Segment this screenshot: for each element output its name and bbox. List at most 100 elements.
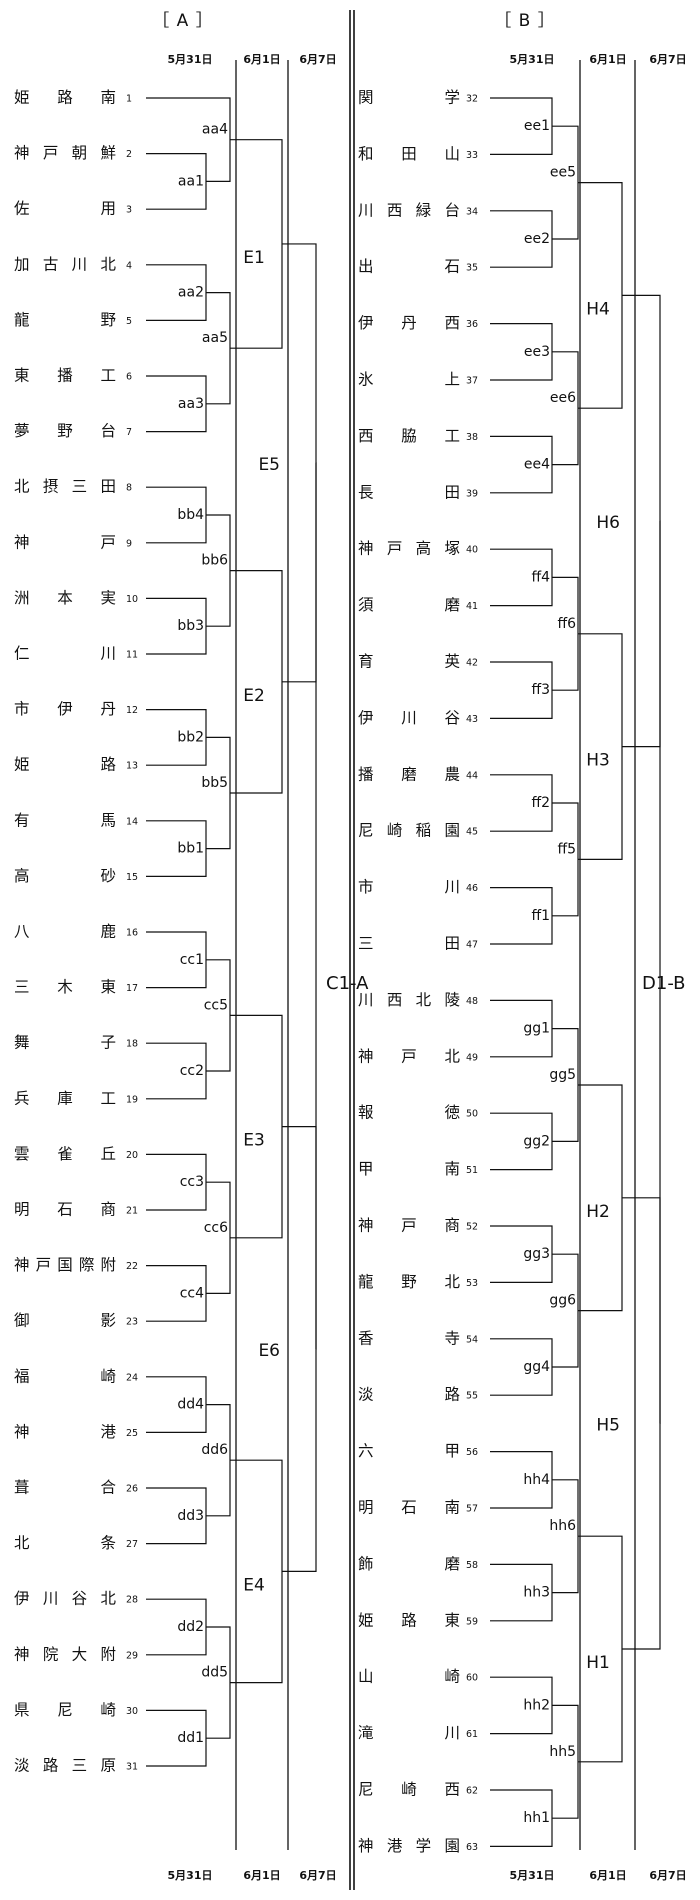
team-name: 淡 路 bbox=[358, 1386, 460, 1404]
team-number: 40 bbox=[466, 545, 478, 556]
match-bracket bbox=[282, 1125, 317, 1573]
match-bracket bbox=[552, 1027, 579, 1143]
team-name: 伊 丹 西 bbox=[358, 314, 460, 332]
date-header: 6月7日 bbox=[299, 53, 336, 66]
match-label: dd2 bbox=[177, 1619, 204, 1635]
match-label: bb4 bbox=[177, 507, 204, 523]
team-name: 六 甲 bbox=[358, 1442, 460, 1460]
team-number: 42 bbox=[466, 658, 478, 669]
team-number: 49 bbox=[466, 1052, 478, 1063]
match-label: ff5 bbox=[557, 841, 576, 857]
team-number: 53 bbox=[466, 1278, 478, 1289]
team-name: 八 鹿 bbox=[14, 923, 116, 941]
team-number: 22 bbox=[126, 1261, 138, 1272]
match-label: bb3 bbox=[177, 618, 204, 634]
match-bracket bbox=[206, 1626, 231, 1739]
team-name: 雲 雀 丘 bbox=[14, 1145, 116, 1163]
match-label: ff1 bbox=[531, 908, 550, 924]
match-bracket bbox=[206, 292, 231, 405]
match-bracket bbox=[578, 182, 623, 409]
team-number: 16 bbox=[126, 928, 138, 939]
match-bracket bbox=[552, 351, 579, 466]
match-label: ff3 bbox=[531, 682, 550, 698]
match-label: H2 bbox=[586, 1202, 610, 1222]
team-number: 48 bbox=[466, 996, 478, 1007]
team-number: 52 bbox=[466, 1222, 478, 1233]
team-name: 関 学 bbox=[358, 89, 460, 107]
team-name: 兵 庫 工 bbox=[14, 1089, 116, 1107]
match-label: ff2 bbox=[531, 795, 550, 811]
team-number: 21 bbox=[126, 1206, 138, 1217]
match-bracket bbox=[206, 959, 231, 1072]
team-name: 三 田 bbox=[358, 935, 460, 953]
date-header: 6月1日 bbox=[243, 53, 280, 66]
team-number: 27 bbox=[126, 1539, 138, 1550]
team-number: 44 bbox=[466, 770, 478, 781]
team-number: 57 bbox=[466, 1504, 478, 1515]
match-label: hh2 bbox=[523, 1697, 550, 1713]
team-name: 氷 上 bbox=[358, 371, 460, 389]
team-number: 38 bbox=[466, 432, 478, 443]
team-number: 32 bbox=[466, 94, 478, 105]
team-number: 50 bbox=[466, 1109, 478, 1120]
match-bracket bbox=[552, 576, 579, 691]
team-name: 尼 崎 西 bbox=[358, 1781, 460, 1799]
team-name: 伊川谷北 bbox=[14, 1590, 116, 1608]
match-label: hh6 bbox=[549, 1518, 576, 1534]
team-number: 63 bbox=[466, 1842, 478, 1853]
date-footer: 6月7日 bbox=[649, 1869, 686, 1882]
match-label: gg2 bbox=[523, 1133, 550, 1149]
match-label: H5 bbox=[596, 1415, 620, 1435]
match-label: aa2 bbox=[178, 285, 204, 301]
team-number: 54 bbox=[466, 1334, 478, 1345]
team-name: 洲 本 実 bbox=[14, 589, 116, 607]
match-label: E5 bbox=[258, 455, 280, 475]
date-header: 5月31日 bbox=[510, 53, 555, 66]
team-name: 夢 野 台 bbox=[14, 422, 116, 440]
team-number: 33 bbox=[466, 150, 478, 161]
team-name: 龍 野 bbox=[14, 311, 116, 329]
team-name: 滝 川 bbox=[358, 1724, 460, 1742]
team-number: 20 bbox=[126, 1150, 138, 1161]
team-name: 三 木 東 bbox=[14, 978, 116, 996]
match-label: cc1 bbox=[180, 952, 204, 968]
match-label: aa5 bbox=[202, 330, 228, 346]
team-number: 62 bbox=[466, 1786, 478, 1797]
match-label: ee5 bbox=[550, 165, 576, 181]
match-label: dd4 bbox=[177, 1397, 204, 1413]
match-bracket bbox=[552, 802, 579, 917]
team-name: 山 崎 bbox=[358, 1668, 460, 1686]
match-label: ff4 bbox=[531, 569, 550, 585]
team-number: 14 bbox=[126, 816, 138, 827]
team-name: 神 戸 北 bbox=[358, 1047, 460, 1065]
team-name: 神 港 bbox=[14, 1423, 116, 1441]
match-label: hh5 bbox=[549, 1744, 576, 1760]
team-number: 12 bbox=[126, 705, 138, 716]
team-number: 37 bbox=[466, 376, 478, 387]
team-number: 61 bbox=[466, 1729, 478, 1740]
team-number: 60 bbox=[466, 1673, 478, 1684]
team-number: 55 bbox=[466, 1391, 478, 1402]
team-name: 和 田 山 bbox=[358, 145, 460, 163]
match-bracket bbox=[552, 1479, 579, 1594]
match-bracket bbox=[578, 1535, 623, 1763]
match-label: dd3 bbox=[177, 1508, 204, 1524]
match-bracket bbox=[206, 514, 231, 627]
team-number: 30 bbox=[126, 1706, 138, 1717]
team-number: 26 bbox=[126, 1484, 138, 1495]
match-bracket bbox=[230, 1459, 283, 1684]
team-number: 1 bbox=[126, 94, 132, 105]
team-name: 明 石 南 bbox=[358, 1499, 460, 1517]
match-label: E4 bbox=[243, 1575, 265, 1595]
team-name: 伊 川 谷 bbox=[358, 709, 460, 727]
team-number: 28 bbox=[126, 1595, 138, 1606]
team-name: 報 徳 bbox=[358, 1104, 460, 1122]
match-label: cc6 bbox=[204, 1220, 228, 1236]
match-bracket bbox=[230, 569, 283, 794]
team-number: 36 bbox=[466, 319, 478, 330]
team-number: 4 bbox=[126, 260, 132, 271]
team-number: 25 bbox=[126, 1428, 138, 1439]
team-name: 神港学園 bbox=[358, 1837, 460, 1855]
team-name: 神戸国際附 bbox=[14, 1256, 116, 1274]
match-bracket bbox=[578, 1084, 623, 1312]
